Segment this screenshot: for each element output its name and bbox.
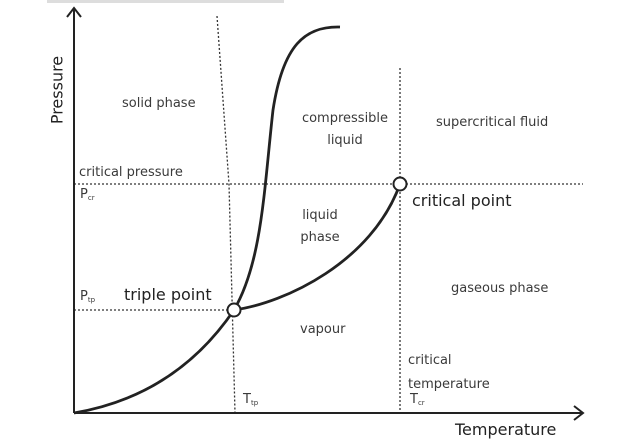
liquid-text: liquid (327, 133, 363, 148)
solid-phase-label: solid phase (122, 96, 196, 111)
phase-text: phase (300, 230, 340, 245)
liquid-phase-label: liquid phase (300, 205, 339, 249)
vaporization-curve (233, 183, 402, 312)
triple-temperature-line (216, 15, 236, 414)
melting-curve (232, 25, 341, 311)
p-tp-label: Ptp (80, 289, 95, 304)
gaseous-phase-label: gaseous phase (451, 281, 549, 296)
cr-subscript: cr (417, 399, 425, 407)
triple-point-marker (226, 302, 242, 318)
tp-subscript: tp (250, 399, 259, 407)
x-axis (74, 405, 585, 421)
compressible-text: compressible (301, 111, 389, 126)
t-cr-label: Tcr (410, 392, 425, 407)
p-symbol: P (80, 187, 88, 202)
top-bar (47, 0, 284, 3)
critical-point-label: critical point (412, 191, 512, 210)
triple-point-label: triple point (124, 285, 212, 304)
supercritical-fluid-label: supercritical fluid (436, 115, 549, 130)
tp-subscript: tp (87, 296, 96, 304)
sublimation-curve (73, 309, 236, 415)
critical-pressure-label: critical pressure (79, 165, 183, 180)
t-symbol: T (410, 392, 418, 407)
y-axis (66, 6, 82, 413)
p-symbol: P (80, 289, 88, 304)
cr-subscript: cr (87, 194, 95, 202)
x-axis-label: Temperature (455, 420, 557, 439)
temperature-text: temperature (408, 377, 490, 392)
t-symbol: T (243, 392, 251, 407)
liquid-text: liquid (302, 208, 338, 223)
y-axis-label: Pressure (47, 55, 67, 125)
critical-point-marker (392, 176, 408, 192)
critical-text: critical (408, 353, 452, 368)
compressible-liquid-label: compressible liquid (302, 108, 388, 152)
vapour-label: vapour (300, 322, 346, 337)
p-cr-label: Pcr (80, 187, 95, 202)
critical-temperature-label: critical temperature (408, 349, 490, 397)
t-tp-label: Ttp (243, 392, 258, 407)
